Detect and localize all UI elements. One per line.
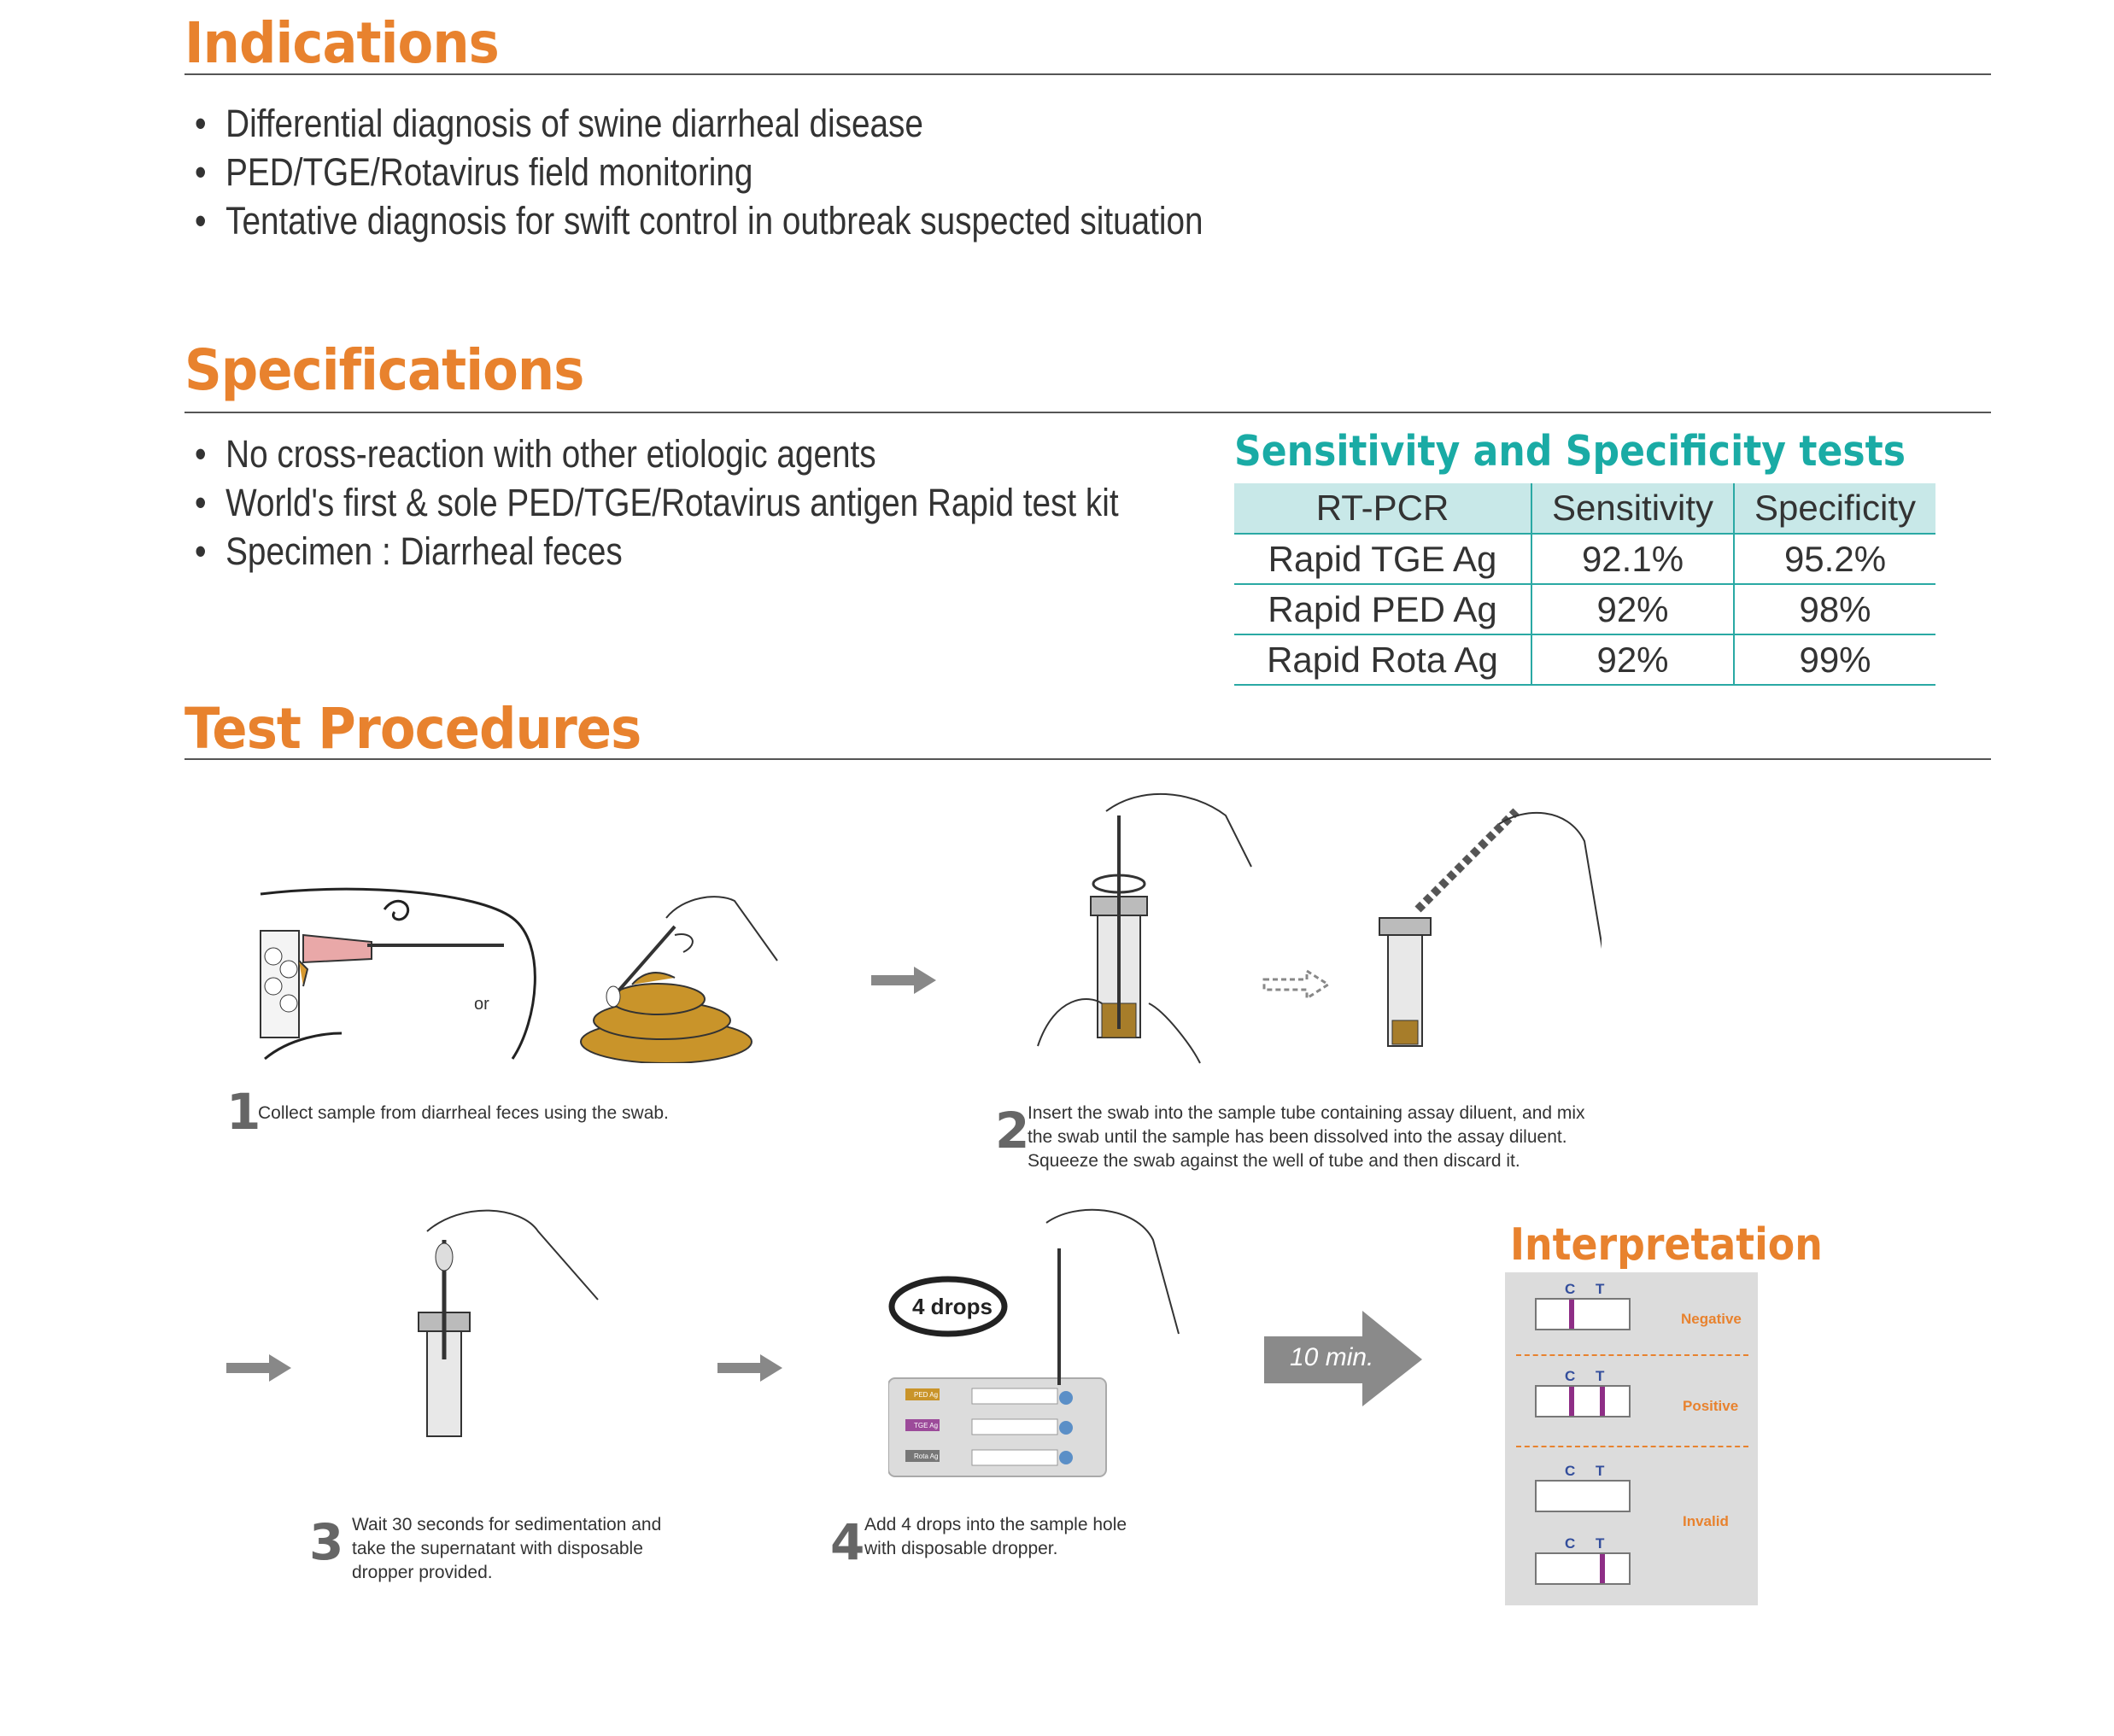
swab-mixing-illustration (1037, 792, 1602, 1064)
table-row: Rapid TGE Ag 92.1% 95.2% (1234, 533, 1935, 584)
c-label: C (1565, 1463, 1576, 1479)
table-header: Specificity (1734, 483, 1935, 535)
list-item: Tentative diagnosis for swift control in… (195, 196, 1203, 245)
step-number: 4 (830, 1513, 865, 1571)
test-strip-invalid-test-only (1535, 1552, 1631, 1585)
divider (1516, 1446, 1748, 1447)
t-label: T (1596, 1535, 1605, 1552)
dropper-illustration (418, 1209, 599, 1437)
cassette-label: Rota Ag (914, 1453, 939, 1460)
list-item: Differential diagnosis of swine diarrhea… (195, 99, 1203, 148)
table-row: Rapid Rota Ag 92% 99% (1234, 634, 1935, 686)
sensitivity-table-title: Sensitivity and Specificity tests (1234, 427, 1906, 476)
table-header: Sensitivity (1531, 483, 1735, 535)
c-label: C (1565, 1535, 1576, 1552)
t-label: T (1596, 1368, 1605, 1384)
step-number: 3 (309, 1513, 344, 1571)
list-item: PED/TGE/Rotavirus field monitoring (195, 148, 1203, 196)
step-number: 1 (226, 1083, 261, 1141)
cassette-label: PED Ag (914, 1391, 939, 1399)
table-cell: Rapid PED Ag (1234, 583, 1532, 634)
indications-list: Differential diagnosis of swine diarrhea… (195, 99, 1367, 245)
c-label: C (1565, 1281, 1576, 1297)
cassette-label: TGE Ag (914, 1422, 939, 1429)
result-label: Invalid (1683, 1513, 1729, 1529)
control-line (1569, 1300, 1574, 1329)
test-strip-negative (1535, 1298, 1631, 1330)
test-strip-positive (1535, 1385, 1631, 1417)
or-label: or (474, 995, 489, 1014)
procedures-rule (184, 758, 1991, 760)
table-row: Rapid PED Ag 92% 98% (1234, 583, 1935, 634)
sensitivity-table: RT-PCR Sensitivity Specificity Rapid TGE… (1234, 483, 1935, 686)
time-label: 10 min. (1290, 1343, 1374, 1371)
sample-collection-illustration (260, 887, 778, 1063)
interpretation-title: Interpretation (1510, 1219, 1823, 1271)
list-item: Specimen : Diarrheal feces (195, 527, 1119, 576)
table-cell: 92% (1531, 583, 1735, 634)
table-cell: 92.1% (1531, 533, 1735, 584)
specifications-rule (184, 412, 1991, 413)
procedures-heading: Test Procedures (184, 696, 641, 762)
indications-rule (184, 73, 1991, 75)
drops-label: 4 drops (912, 1294, 993, 1319)
table-cell: 92% (1531, 634, 1735, 686)
arrow-icon (871, 967, 936, 994)
step-number: 2 (995, 1102, 1030, 1160)
test-strip-invalid-empty (1535, 1480, 1631, 1512)
result-label: Positive (1683, 1398, 1739, 1414)
specifications-list: No cross-reaction with other etiologic a… (195, 430, 1269, 576)
table-header: RT-PCR (1234, 483, 1532, 535)
t-label: T (1596, 1463, 1605, 1479)
list-item: World's first & sole PED/TGE/Rotavirus a… (195, 478, 1119, 527)
test-line (1600, 1387, 1605, 1416)
c-label: C (1565, 1368, 1576, 1384)
step-2-text: Insert the swab into the sample tube con… (1028, 1103, 1585, 1171)
table-cell: 99% (1734, 634, 1935, 686)
step-1-text: Collect sample from diarrheal feces usin… (258, 1103, 669, 1123)
t-label: T (1596, 1281, 1605, 1297)
table-cell: Rapid TGE Ag (1234, 533, 1532, 584)
table-cell: 95.2% (1734, 533, 1935, 584)
indications-heading: Indications (184, 10, 500, 76)
control-line (1569, 1387, 1574, 1416)
arrow-icon (717, 1354, 782, 1382)
divider (1516, 1354, 1748, 1356)
list-item: No cross-reaction with other etiologic a… (195, 430, 1119, 478)
specifications-heading: Specifications (184, 337, 584, 403)
table-cell: Rapid Rota Ag (1234, 634, 1532, 686)
cassette-illustration (888, 1208, 1180, 1477)
step-3-text: Wait 30 seconds for sedimentation and ta… (352, 1515, 662, 1582)
arrow-icon (226, 1354, 291, 1382)
step-4-text: Add 4 drops into the sample hole with di… (864, 1515, 1127, 1558)
test-line (1600, 1554, 1605, 1583)
result-label: Negative (1681, 1311, 1742, 1327)
table-cell: 98% (1734, 583, 1935, 634)
time-arrow-icon (1264, 1311, 1422, 1406)
